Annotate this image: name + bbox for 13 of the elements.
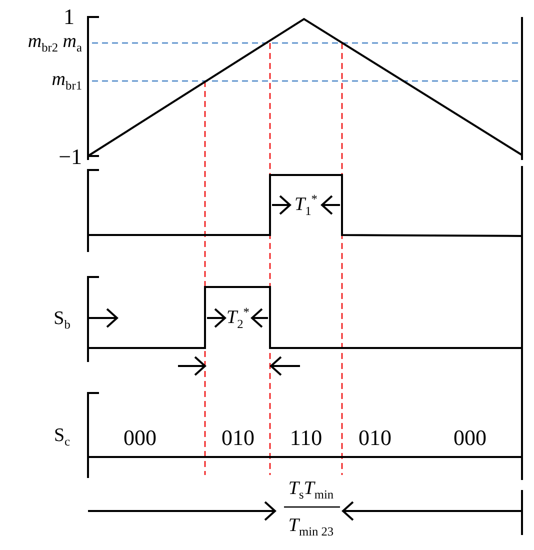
signal-label: S$_{b}$ (54, 308, 70, 332)
switching-state: 010 (222, 427, 254, 449)
switching-state: 010 (358, 427, 392, 449)
axis-label: 1 (64, 6, 74, 28)
switching-state: 000 (454, 427, 486, 449)
switching-state: 110 (290, 427, 322, 449)
switching-state: 000 (124, 427, 156, 449)
fraction-denominator: T$_{min 23}$ (288, 516, 334, 538)
axis-label: m$_{br1}$ (52, 70, 82, 92)
signal-label: S$_{c}$ (54, 426, 70, 448)
axis-label: −1 (58, 146, 82, 168)
axis-label: m$_{br2}$ m$_{a}$ (28, 32, 82, 54)
fraction-numerator: T$_{s}$T$_{min}$ (288, 478, 334, 502)
